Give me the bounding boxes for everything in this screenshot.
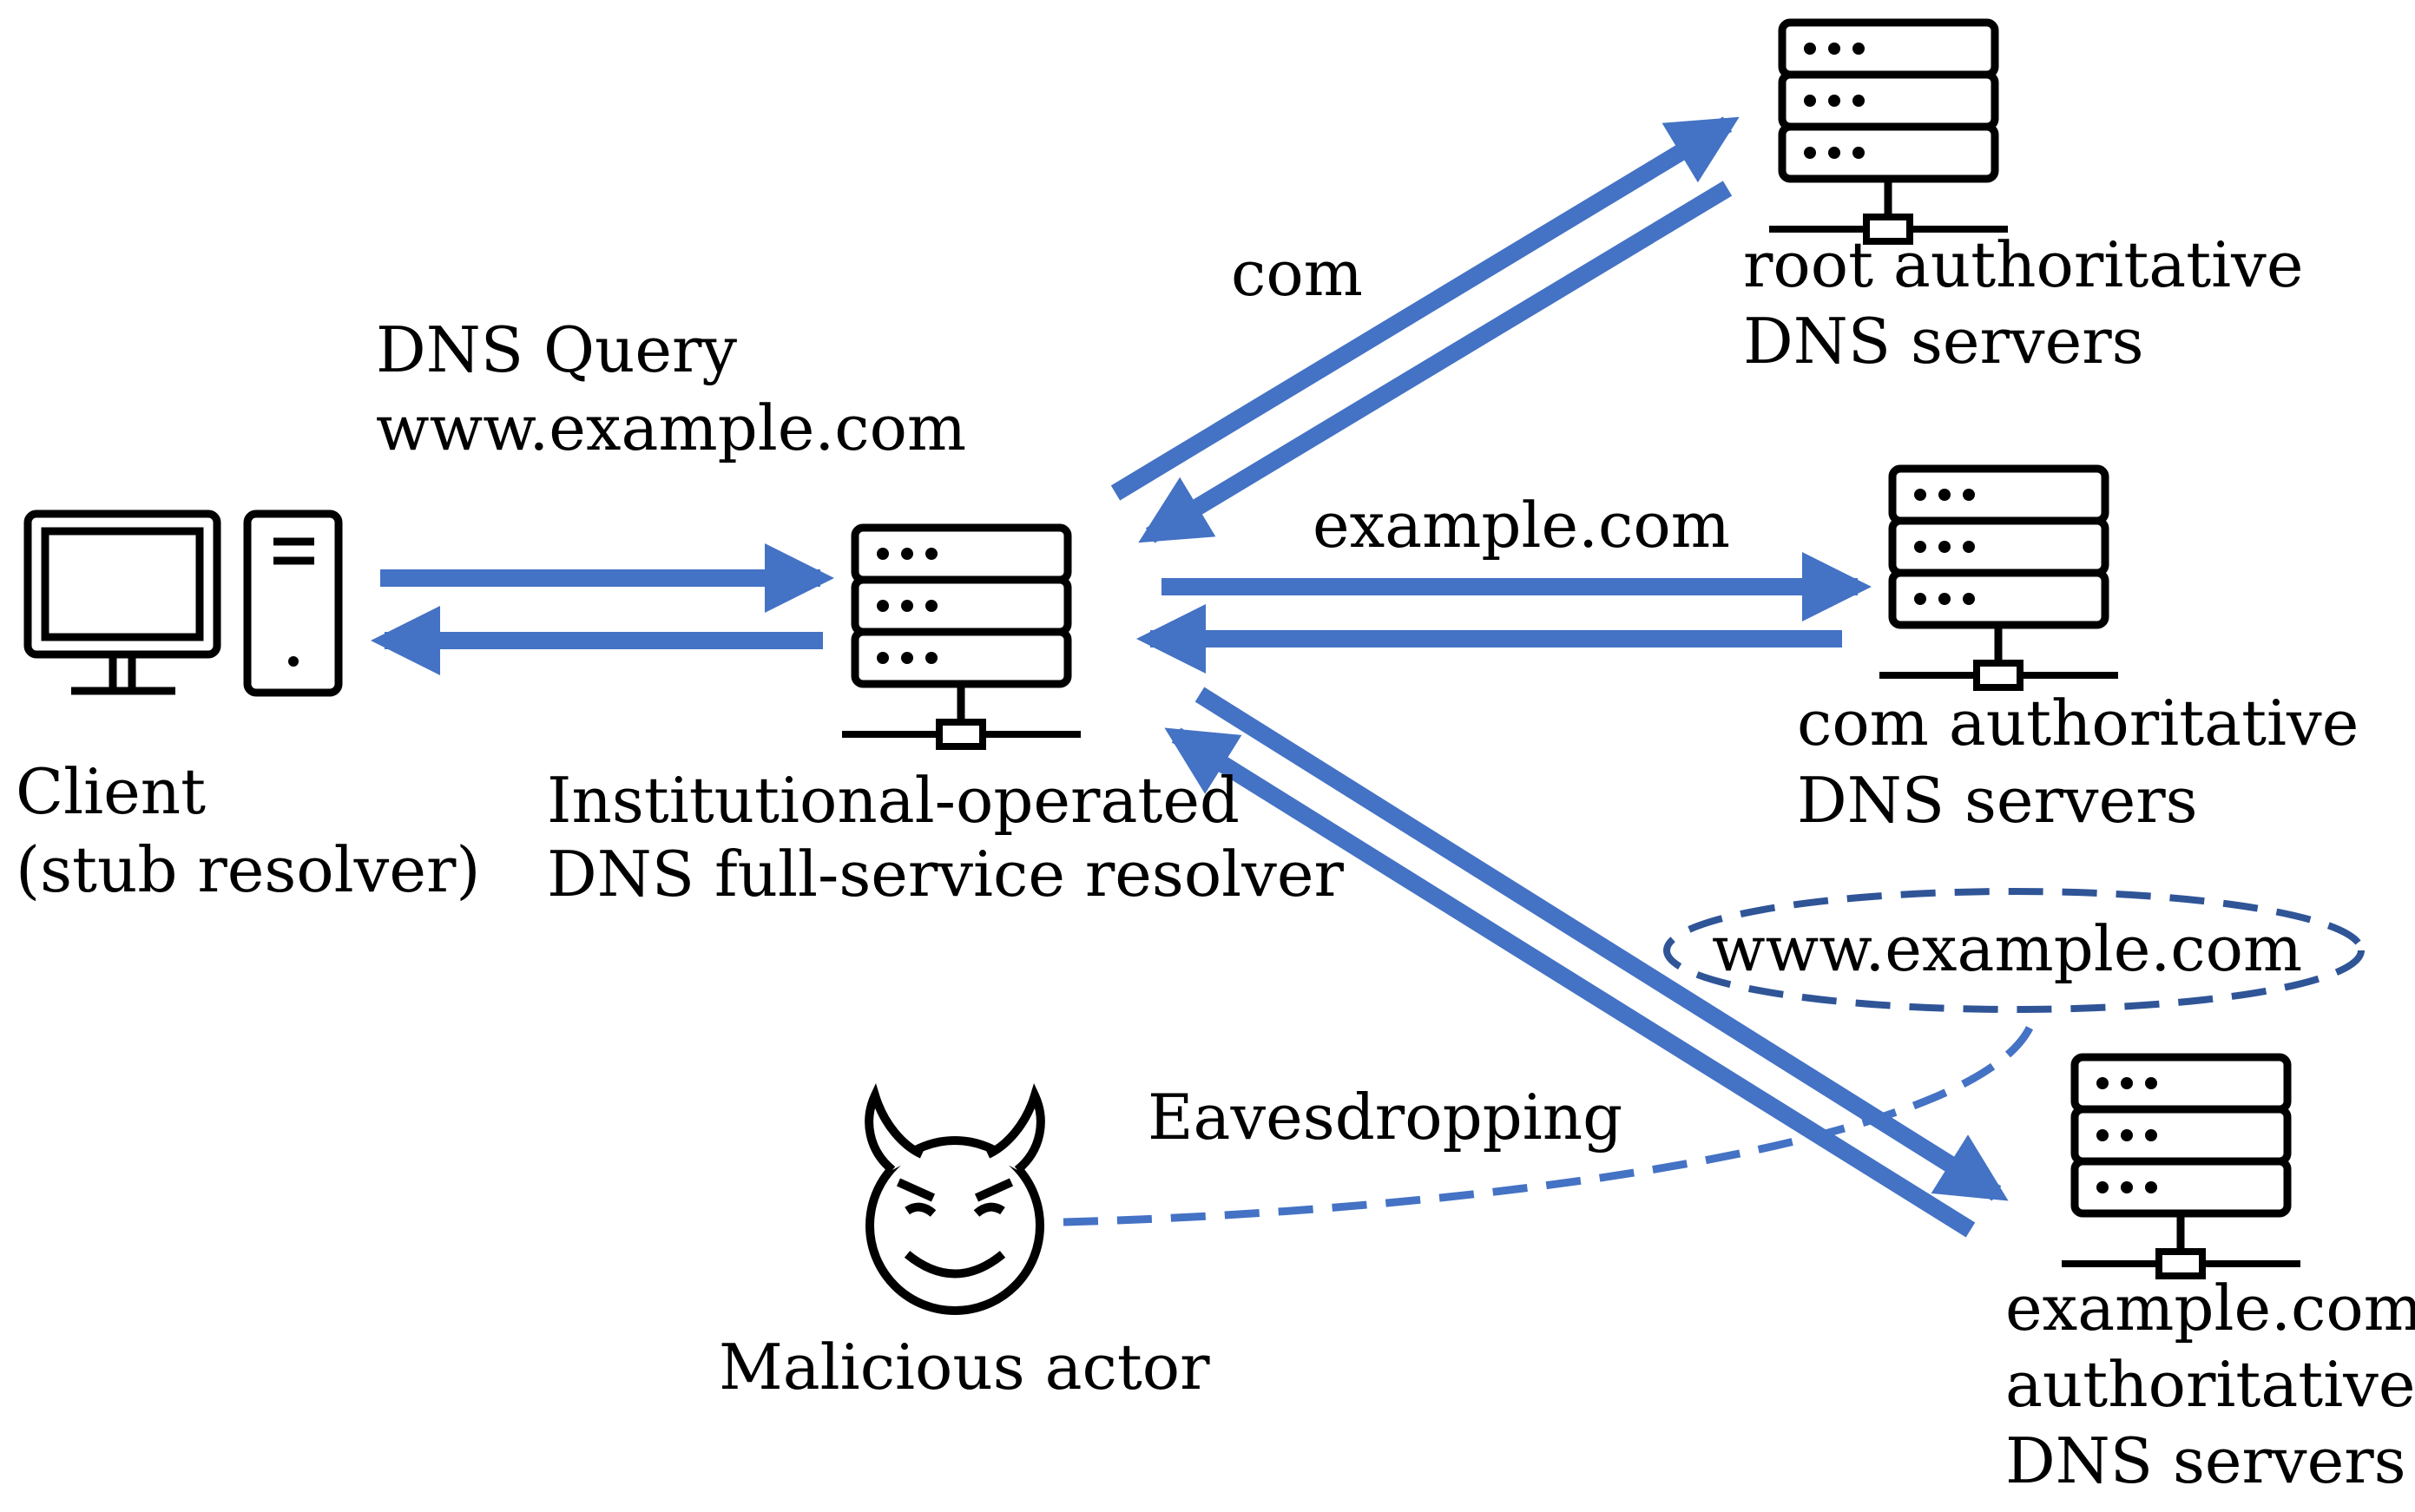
resolver-label-line2: DNS full-service resolver	[547, 838, 1344, 910]
query-example-com-label: example.com	[1313, 489, 1730, 562]
example-auth-server-icon	[2062, 1057, 2300, 1276]
response-arrow-example-auth-to-resolver	[1164, 727, 1976, 1238]
eavesdropping-path	[1063, 1022, 2036, 1226]
root-server-icon	[1769, 23, 2008, 241]
root-server-label-line1: root authoritative	[1743, 228, 2303, 301]
client-computer-icon	[23, 509, 343, 697]
client-label: Client	[16, 755, 206, 828]
eavesdropped-query-label: www.example.com	[1712, 912, 2302, 985]
query-arrow-resolver-to-example-auth	[1194, 687, 2009, 1201]
devil-face-icon	[865, 1083, 1045, 1315]
root-server-label-line2: DNS servers	[1743, 305, 2144, 378]
query-arrow-resolver-to-root	[1110, 116, 1740, 501]
labels: DNS Query www.example.com Client (stub r…	[16, 228, 2415, 1497]
resolver-label-line1: Institutional-operated	[547, 764, 1240, 837]
arrows	[371, 116, 2009, 1238]
resolver-server-icon	[842, 528, 1081, 746]
query-com-label: com	[1231, 237, 1363, 310]
com-server-label-line2: DNS servers	[1797, 764, 2198, 837]
example-auth-label-line3: DNS servers	[2005, 1424, 2406, 1497]
client-sublabel: (stub resolver)	[16, 833, 480, 906]
malicious-actor-label: Malicious actor	[719, 1331, 1210, 1404]
dns-query-label: DNS Query	[376, 313, 737, 386]
dns-query-domain-label: www.example.com	[376, 391, 966, 464]
response-arrow-root-to-resolver	[1138, 181, 1733, 543]
example-auth-label-line1: example.com	[2005, 1272, 2415, 1344]
eavesdropping-label: Eavesdropping	[1148, 1081, 1622, 1154]
eavesdropped-query-ellipse	[1663, 888, 2365, 1013]
com-server-label-line1: com authoritative	[1797, 687, 2359, 759]
com-server-icon	[1879, 469, 2118, 687]
example-auth-label-line2: authoritative	[2005, 1348, 2415, 1421]
